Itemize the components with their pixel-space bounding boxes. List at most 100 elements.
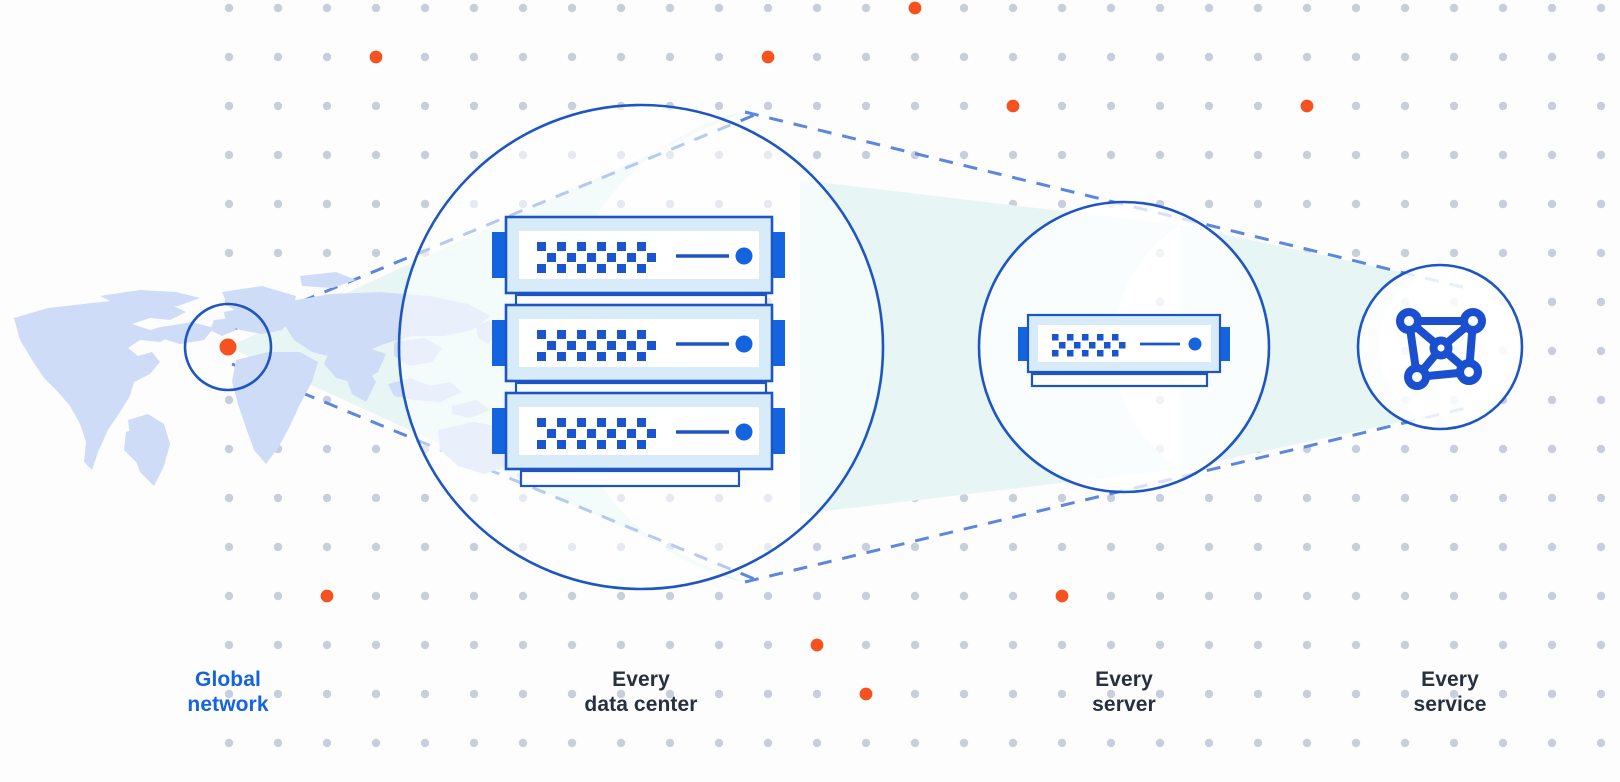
grid-dot: [224, 248, 234, 258]
grid-dot: [518, 52, 528, 62]
grid-dot: [1596, 591, 1606, 601]
grid-dot: [1547, 346, 1557, 356]
grid-dot: [665, 640, 675, 650]
grid-dot: [616, 591, 626, 601]
grid-dot: [1400, 493, 1410, 503]
grid-dot: [959, 689, 969, 699]
label-line-2: service: [1413, 692, 1487, 716]
grid-dot: [371, 591, 381, 601]
grid-dot: [959, 640, 969, 650]
grid-dot: [763, 738, 773, 748]
grid-dot: [714, 52, 724, 62]
rack-unit: [492, 303, 785, 383]
grid-dot: [1106, 640, 1116, 650]
grid-dot: [1498, 248, 1508, 258]
grid-dot: [1204, 52, 1214, 62]
grid-dot: [322, 493, 332, 503]
grid-dot: [1302, 542, 1312, 552]
grid-dot: [714, 101, 724, 111]
grid-dot: [420, 542, 430, 552]
network-node-dots: [1396, 308, 1486, 390]
grid-dot: [1547, 199, 1557, 209]
label-every-server: Every server: [1024, 668, 1224, 718]
grid-dot-accent: [859, 687, 873, 701]
grid-dot: [1498, 542, 1508, 552]
grid-dot: [1057, 493, 1067, 503]
grid-dot: [1008, 52, 1018, 62]
grid-dot: [1351, 542, 1361, 552]
grid-dot: [1155, 640, 1165, 650]
grid-dot: [1057, 542, 1067, 552]
map-location-marker: [219, 338, 237, 356]
grid-dot: [1596, 395, 1606, 405]
grid-dot: [763, 3, 773, 13]
grid-dot: [273, 3, 283, 13]
grid-dot: [959, 52, 969, 62]
grid-dot: [1057, 52, 1067, 62]
grid-dot: [1547, 640, 1557, 650]
map-highlight-circle: [183, 302, 273, 392]
grid-dot: [1155, 689, 1165, 699]
grid-dot: [959, 542, 969, 552]
grid-dot: [322, 444, 332, 454]
grid-dot: [567, 738, 577, 748]
grid-dot: [273, 591, 283, 601]
grid-dot: [273, 493, 283, 503]
grid-dot-accent: [908, 1, 922, 15]
grid-dot: [1008, 591, 1018, 601]
grid-dot: [812, 689, 822, 699]
grid-dot: [861, 150, 871, 160]
grid-dot: [1351, 199, 1361, 209]
grid-dot: [1400, 101, 1410, 111]
grid-dot: [1351, 689, 1361, 699]
grid-dot: [763, 640, 773, 650]
grid-dot: [1449, 101, 1459, 111]
grid-dot: [322, 689, 332, 699]
grid-dot: [420, 101, 430, 111]
grid-dot: [1253, 52, 1263, 62]
grid-dot: [420, 150, 430, 160]
grid-dot: [224, 3, 234, 13]
grid-dot: [1596, 150, 1606, 160]
grid-dot: [910, 689, 920, 699]
grid-dot: [910, 591, 920, 601]
grid-dot: [1204, 493, 1214, 503]
grid-dot: [910, 640, 920, 650]
grid-dot: [861, 52, 871, 62]
server-rack-icon: [492, 215, 785, 488]
grid-dot: [1253, 493, 1263, 503]
grid-dot: [1498, 52, 1508, 62]
grid-dot: [1106, 493, 1116, 503]
grid-dot: [763, 689, 773, 699]
grid-dot: [1547, 738, 1557, 748]
grid-dot: [371, 738, 381, 748]
grid-dot: [1498, 199, 1508, 209]
grid-dot: [665, 738, 675, 748]
grid-dot: [665, 689, 675, 699]
label-line-2: data center: [584, 692, 698, 716]
grid-dot: [812, 3, 822, 13]
grid-dot: [1400, 542, 1410, 552]
grid-dot: [1351, 640, 1361, 650]
grid-dot: [1057, 101, 1067, 111]
grid-dot: [812, 542, 822, 552]
grid-dot: [1057, 738, 1067, 748]
grid-dot: [1204, 689, 1214, 699]
grid-dot: [420, 689, 430, 699]
grid-dot: [371, 444, 381, 454]
grid-dot: [1596, 199, 1606, 209]
grid-dot: [1057, 3, 1067, 13]
grid-dot: [1253, 542, 1263, 552]
grid-dot: [1106, 738, 1116, 748]
grid-dot: [1351, 3, 1361, 13]
grid-dot: [322, 738, 332, 748]
grid-dot: [1302, 52, 1312, 62]
grid-dot: [1547, 52, 1557, 62]
grid-dot: [1596, 640, 1606, 650]
grid-dot: [1596, 52, 1606, 62]
grid-dot: [616, 738, 626, 748]
grid-dot: [1400, 591, 1410, 601]
grid-dot: [371, 542, 381, 552]
grid-dot: [1106, 150, 1116, 160]
grid-dot: [959, 101, 969, 111]
